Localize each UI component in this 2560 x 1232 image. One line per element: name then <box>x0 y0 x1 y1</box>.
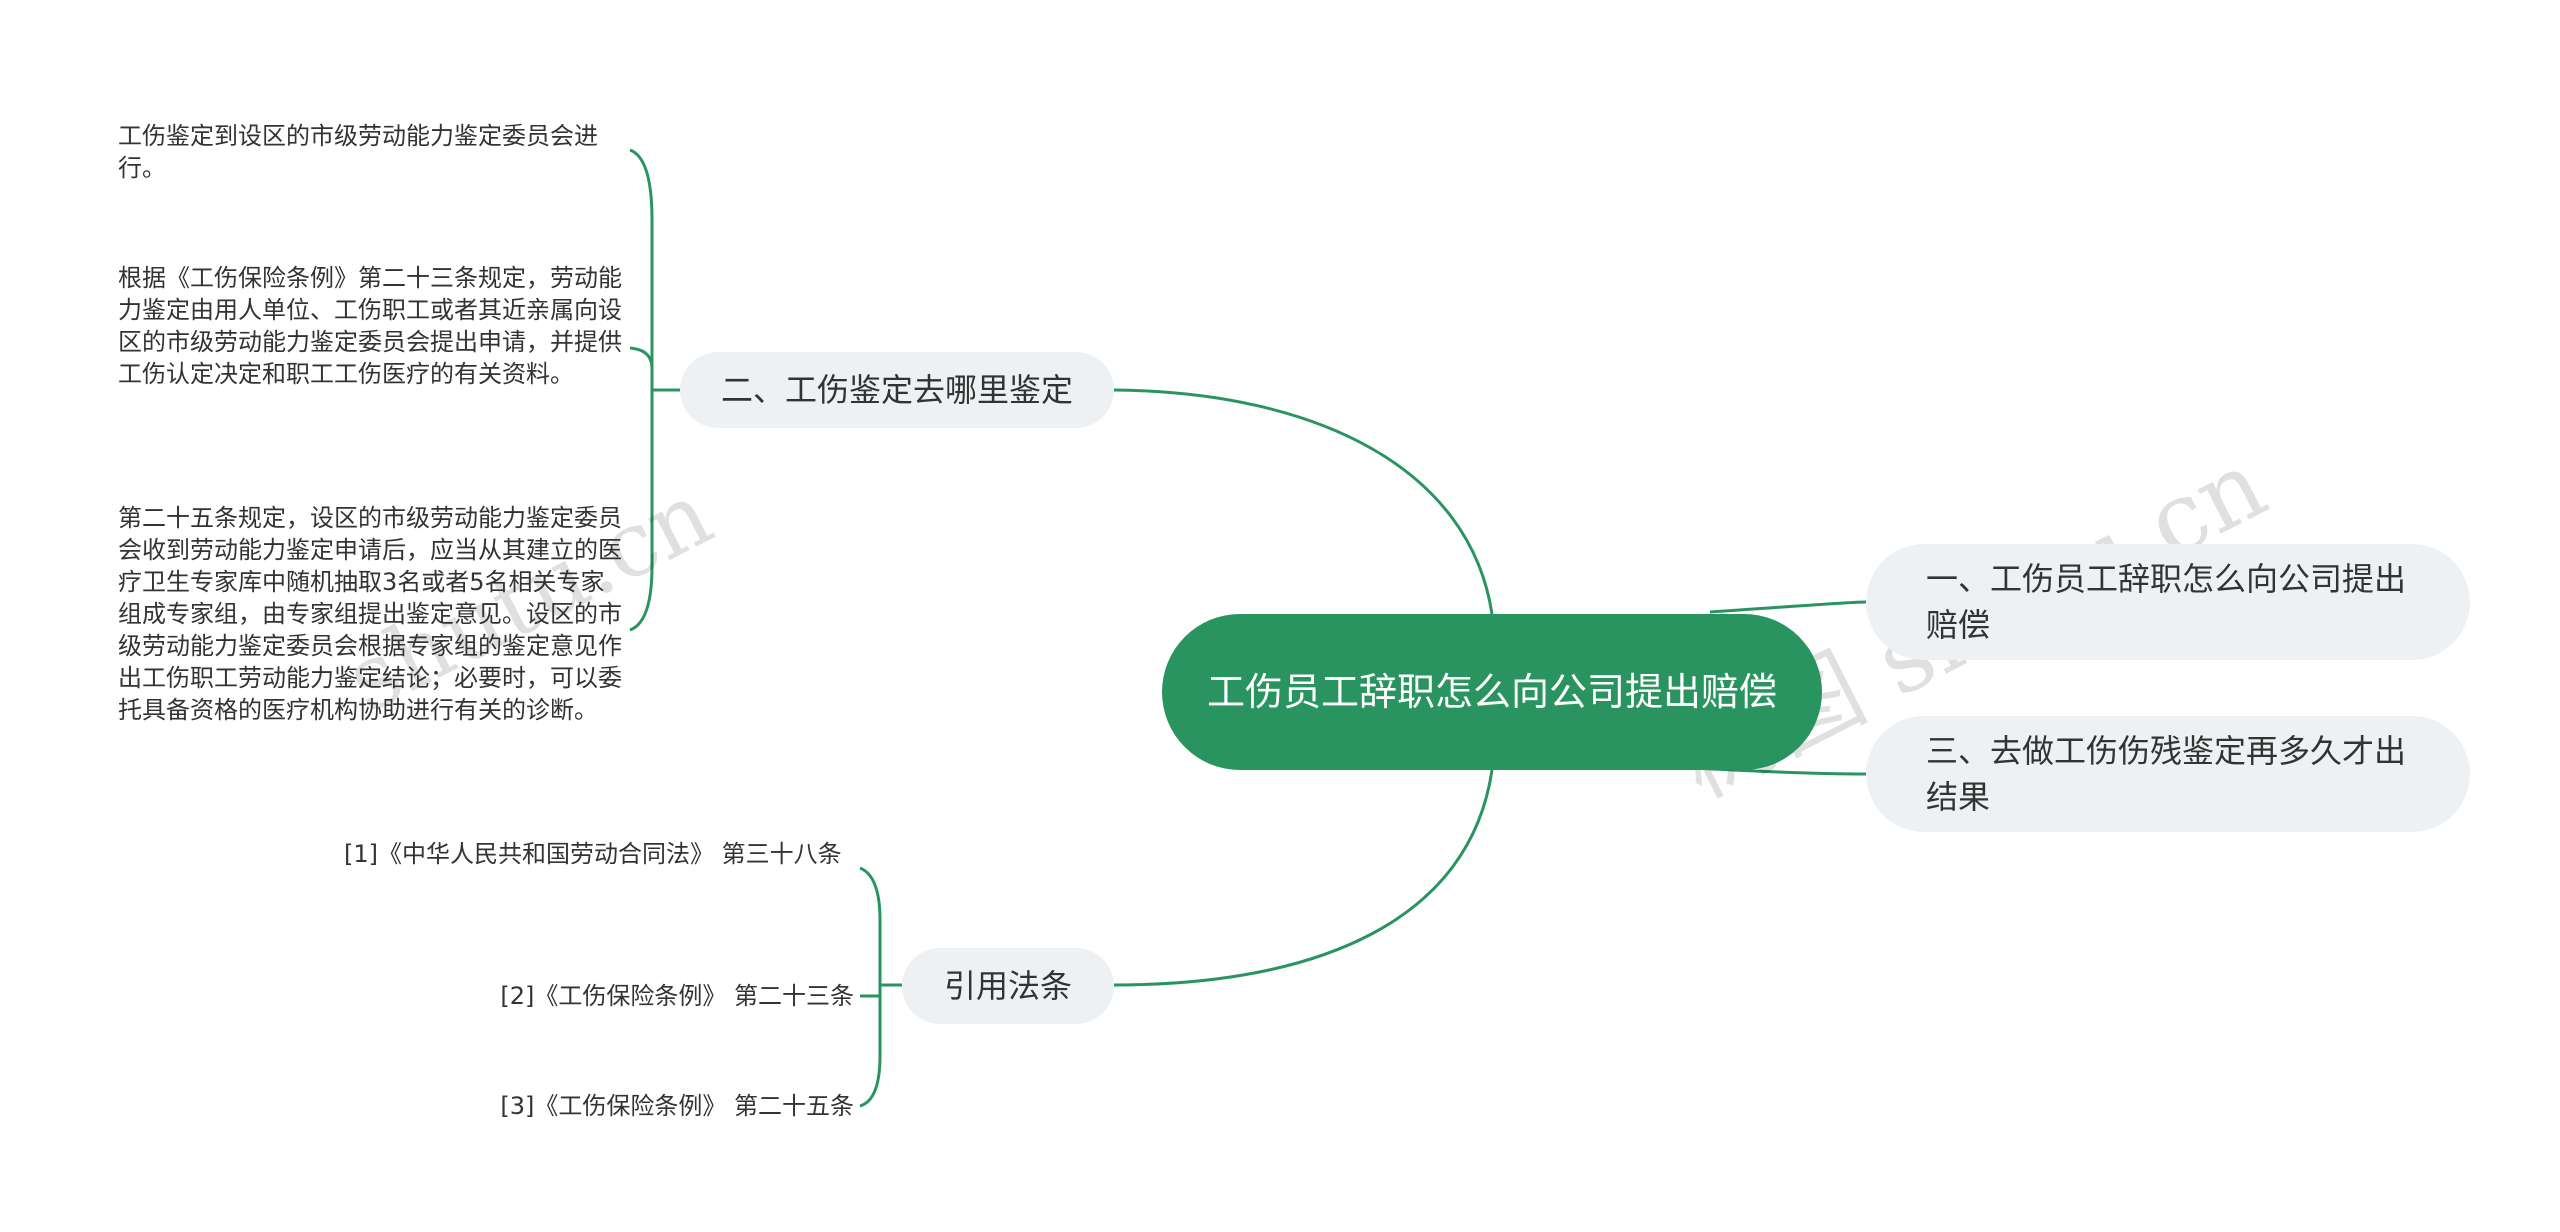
branch-result-time[interactable]: 三、去做工伤伤残鉴定再多久才出结果 <box>1866 716 2470 832</box>
branch-appraisal-location[interactable]: 二、工伤鉴定去哪里鉴定 <box>680 352 1114 428</box>
central-topic[interactable]: 工伤员工辞职怎么向公司提出赔偿 <box>1162 614 1822 770</box>
branch-label: 二、工伤鉴定去哪里鉴定 <box>720 371 1073 409</box>
leaf-application-rule[interactable]: 根据《工伤保险条例》第二十三条规定，劳动能力鉴定由用人单位、工伤职工或者其近亲属… <box>118 264 622 388</box>
ref-injury-insurance-art25[interactable]: [3]《工伤保险条例》 第二十五条 <box>500 1092 854 1120</box>
leaf-appraisal-venue[interactable]: 工伤鉴定到设区的市级劳动能力鉴定委员会进行。 <box>118 122 598 182</box>
branch-cited-laws[interactable]: 引用法条 <box>902 948 1114 1024</box>
branch-label: 引用法条 <box>943 967 1072 1005</box>
bracket-cited <box>859 866 902 1108</box>
central-topic-label: 工伤员工辞职怎么向公司提出赔偿 <box>1206 670 1777 714</box>
branch-how-to-claim[interactable]: 一、工伤员工辞职怎么向公司提出赔偿 <box>1866 544 2470 660</box>
leaf-expert-panel-rule[interactable]: 第二十五条规定，设区的市级劳动能力鉴定委员会收到劳动能力鉴定申请后，应当从其建立… <box>118 504 622 724</box>
branch-label: 一、工伤员工辞职怎么向公司提出赔偿 <box>1926 560 2407 644</box>
link-central-to-cited <box>1113 769 1494 987</box>
ref-labor-contract-law[interactable]: [1]《中华人民共和国劳动合同法》 第三十八条 <box>344 840 842 868</box>
ref-injury-insurance-art23[interactable]: [2]《工伤保险条例》 第二十三条 <box>500 982 854 1010</box>
bracket-appraisal <box>629 148 680 632</box>
branch-label: 三、去做工伤伤残鉴定再多久才出结果 <box>1926 732 2407 816</box>
link-central-to-howto <box>1709 600 1867 614</box>
link-central-to-appraisal <box>1113 388 1494 615</box>
